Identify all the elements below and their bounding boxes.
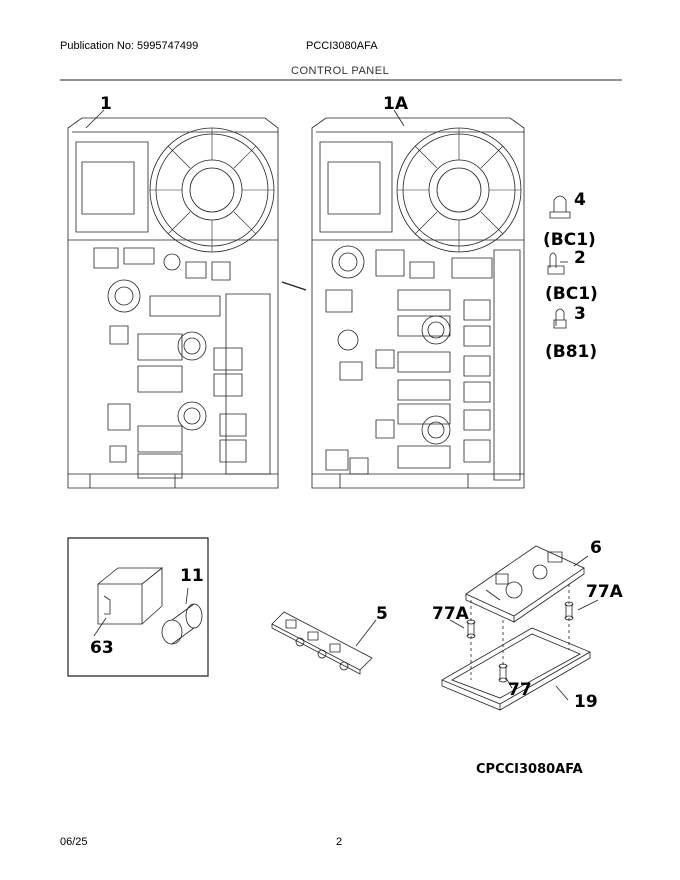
callout-77a-right: 77A: [586, 582, 623, 602]
callout-1: 1: [100, 94, 112, 114]
standoff-center: [499, 664, 507, 682]
callout-bc1-a: (BC1): [543, 230, 596, 250]
callout-3: 3: [574, 304, 586, 324]
page-number: 2: [336, 836, 343, 848]
control-board-left: [68, 118, 278, 488]
diagram-model-label: CPCCI3080AFA: [476, 762, 583, 777]
connector-4: [550, 196, 570, 218]
callout-5: 5: [376, 604, 388, 624]
keyboard-pcb: [272, 612, 372, 674]
callout-19: 19: [574, 692, 598, 712]
callout-bc1-b: (BC1): [545, 284, 598, 304]
callout-77a-left: 77A: [432, 604, 469, 624]
callout-11: 11: [180, 566, 204, 586]
callout-4: 4: [574, 190, 586, 210]
section-title: CONTROL PANEL: [291, 65, 390, 77]
callout-6: 6: [590, 538, 602, 558]
callout-1a: 1A: [383, 94, 408, 114]
model-number: PCCI3080AFA: [306, 40, 378, 52]
publication-number: Publication No: 5995747499: [60, 40, 199, 52]
connector-3: [554, 309, 566, 328]
connector-2: [548, 253, 568, 274]
callout-2: 2: [574, 248, 586, 268]
ferrite-bead: [162, 604, 202, 644]
standoff-right: [565, 602, 573, 620]
ferrite-core-block: [98, 568, 162, 624]
mounting-tray: [442, 628, 590, 710]
callout-b81: (B81): [545, 342, 598, 362]
footer-date: 06/25: [60, 836, 88, 848]
power-board: [466, 546, 584, 622]
control-board-right: [282, 118, 524, 488]
callout-63: 63: [90, 638, 114, 658]
callout-77: 77: [508, 680, 532, 700]
